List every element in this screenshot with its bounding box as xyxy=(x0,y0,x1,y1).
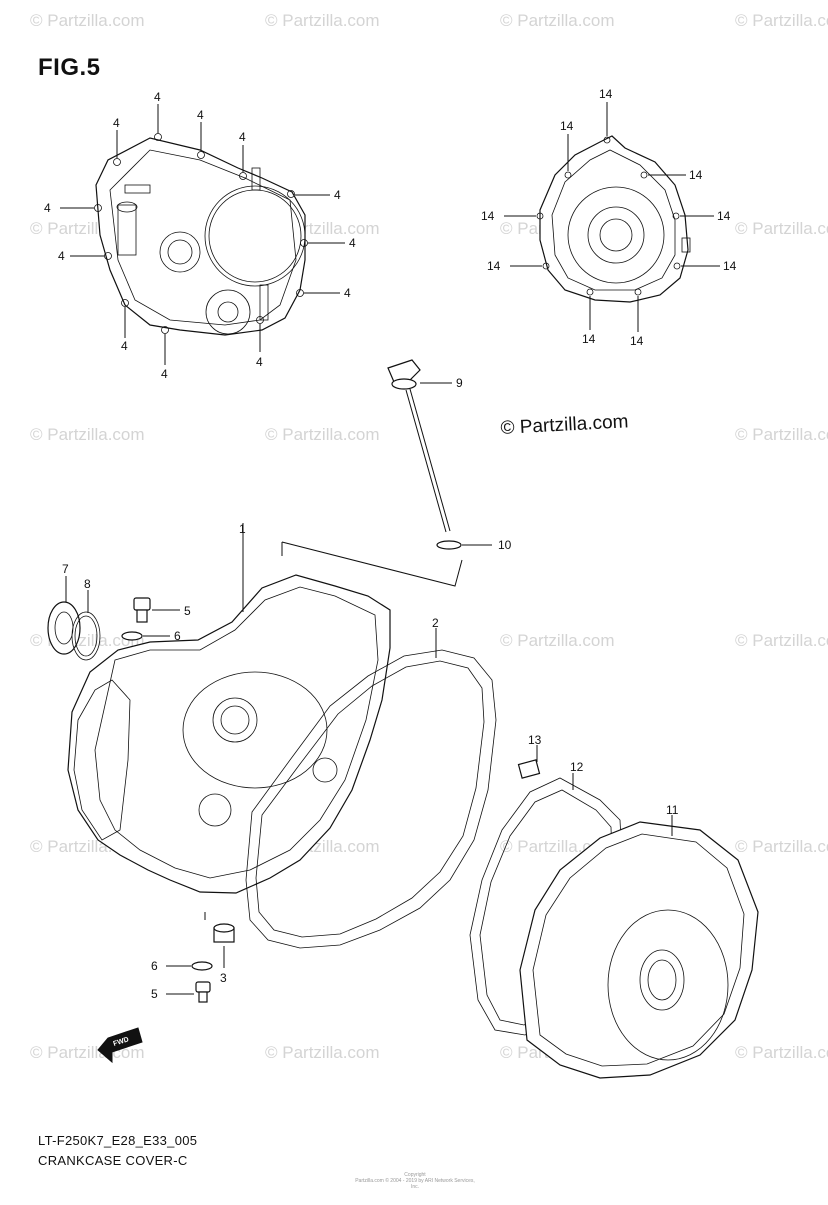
callout-1: 1 xyxy=(239,522,246,536)
callout-4: 4 xyxy=(197,108,204,122)
callout-5: 5 xyxy=(184,604,191,618)
fine-print: Copyright Partzilla.com © 2004 - 2019 by… xyxy=(355,1172,475,1190)
callout-14: 14 xyxy=(717,209,731,223)
callout-4: 4 xyxy=(121,339,128,353)
crankcase-cover-part xyxy=(67,523,391,894)
callout-11: 11 xyxy=(666,803,679,817)
callout-14: 14 xyxy=(582,332,596,346)
callout-14: 14 xyxy=(560,119,574,133)
callout-14: 14 xyxy=(723,259,737,273)
callout-10: 10 xyxy=(498,538,512,552)
callout-3: 3 xyxy=(220,971,227,985)
callout-4: 4 xyxy=(344,286,351,300)
dowel-and-bolt-lower xyxy=(166,912,235,1003)
callout-6: 6 xyxy=(174,629,181,643)
callouts-14: 14 14 14 14 14 14 14 14 14 xyxy=(481,87,737,348)
outer-cover-view xyxy=(504,102,720,332)
watermark: © Partzilla.com xyxy=(735,219,828,238)
callout-14: 14 xyxy=(630,334,644,348)
callout-4: 4 xyxy=(256,355,263,369)
callout-4: 4 xyxy=(161,367,168,381)
callout-6: 6 xyxy=(151,959,158,973)
callout-4: 4 xyxy=(239,130,246,144)
callout-4: 4 xyxy=(349,236,356,250)
callout-12: 12 xyxy=(570,760,584,774)
callout-14: 14 xyxy=(599,87,613,101)
oil-seal-part xyxy=(47,576,101,661)
fwd-arrow-icon: FWD xyxy=(97,1027,143,1064)
callout-7: 7 xyxy=(62,562,69,576)
watermark: © Partzilla.com xyxy=(500,11,615,30)
callout-13: 13 xyxy=(528,733,542,747)
callout-4: 4 xyxy=(113,116,120,130)
callout-14: 14 xyxy=(689,168,703,182)
watermark: © Partzilla.com xyxy=(30,425,145,444)
watermark: © Partzilla.com xyxy=(735,425,828,444)
outer-cover-part xyxy=(469,745,759,1079)
watermark: © Partzilla.com xyxy=(265,425,380,444)
watermark: © Partzilla.com xyxy=(735,631,828,650)
callout-14: 14 xyxy=(481,209,495,223)
callout-4: 4 xyxy=(154,90,161,104)
drain-bolt-upper xyxy=(121,597,180,641)
callout-8: 8 xyxy=(84,577,91,591)
fwd-label: FWD xyxy=(112,1036,129,1048)
watermark: © Partzilla.com xyxy=(265,1043,380,1062)
figure-title: FIG.5 xyxy=(38,54,101,81)
watermark-layer: © Partzilla.com © Partzilla.com © Partzi… xyxy=(30,11,828,1062)
gasket-part xyxy=(245,628,497,949)
callout-4: 4 xyxy=(58,249,65,263)
watermark: © Partzilla.com xyxy=(265,11,380,30)
callout-4: 4 xyxy=(334,188,341,202)
watermark: © Partzilla.com xyxy=(30,11,145,30)
callout-5: 5 xyxy=(151,987,158,1001)
callout-14: 14 xyxy=(487,259,501,273)
watermark: © Partzilla.com xyxy=(735,1043,828,1062)
watermark: © Partzilla.com xyxy=(735,11,828,30)
fine-print-line-2: Partzilla.com © 2004 - 2019 by ARI Netwo… xyxy=(355,1178,475,1190)
dipstick-part xyxy=(281,359,492,587)
callout-9: 9 xyxy=(456,376,463,390)
inner-cover-view xyxy=(60,104,345,365)
watermark: © Partzilla.com xyxy=(500,631,615,650)
fine-print-line-1: Copyright xyxy=(404,1172,426,1178)
callout-4: 4 xyxy=(44,201,51,215)
diagram-caption: CRANKCASE COVER-C xyxy=(38,1153,188,1168)
watermark: © Partzilla.com xyxy=(735,837,828,856)
callout-2: 2 xyxy=(432,616,439,630)
model-code: LT-F250K7_E28_E33_005 xyxy=(38,1133,198,1148)
callouts-4: 4 4 4 4 4 4 4 4 4 4 4 4 xyxy=(44,90,356,381)
